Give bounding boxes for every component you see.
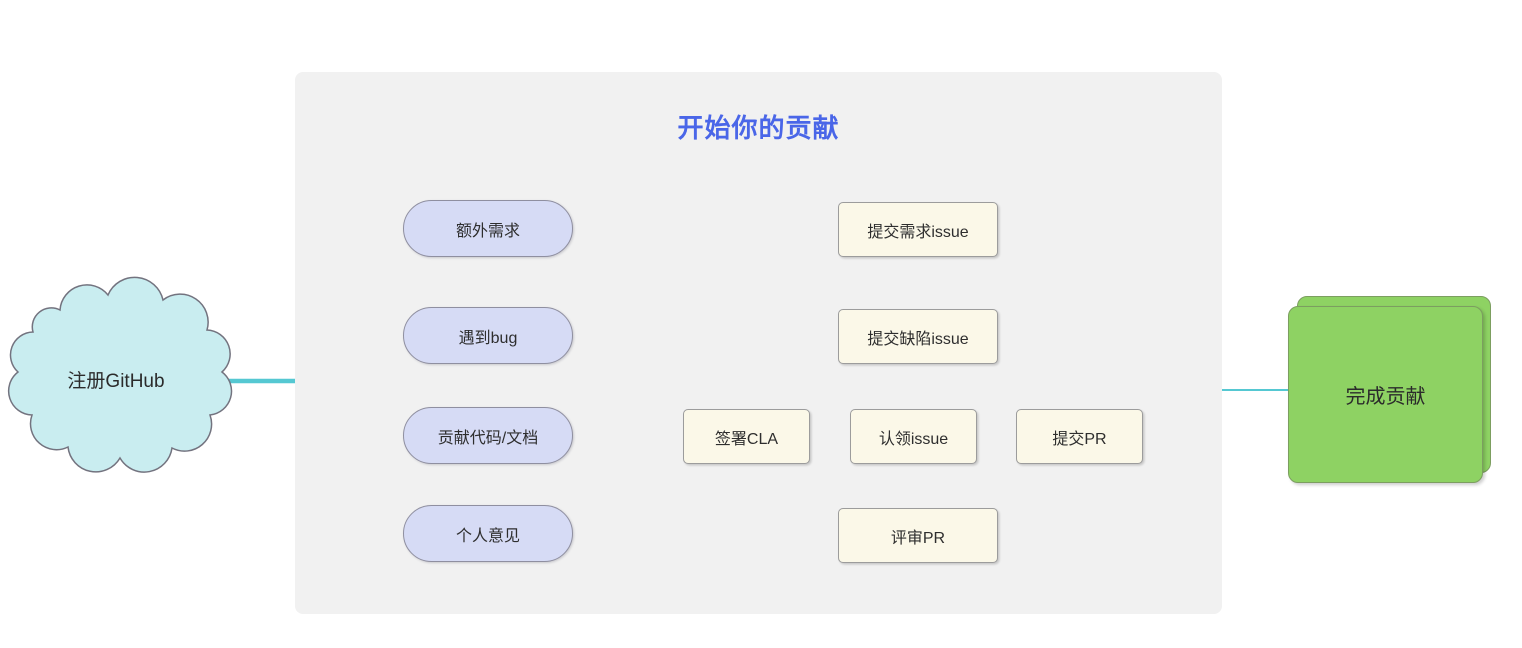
group-title: 开始你的贡献 (677, 113, 840, 143)
node-register-github: 注册GitHub (67, 371, 165, 392)
node-submit-feature-issue: 提交需求issue (838, 202, 998, 257)
node-personal-opinion: 个人意见 (403, 505, 573, 562)
node-contribute-code-docs: 贡献代码/文档 (403, 407, 573, 464)
node-encounter-bug: 遇到bug (403, 307, 573, 364)
node-sign-cla: 签署CLA (683, 409, 810, 464)
node-extra-requirement: 额外需求 (403, 200, 573, 257)
cloud-shape (7, 276, 233, 473)
node-review-pr: 评审PR (838, 508, 998, 563)
node-submit-defect-issue: 提交缺陷issue (838, 309, 998, 364)
node-claim-issue: 认领issue (850, 409, 977, 464)
node-submit-pr: 提交PR (1016, 409, 1143, 464)
node-complete-contribution: 完成贡献 (1288, 306, 1483, 483)
